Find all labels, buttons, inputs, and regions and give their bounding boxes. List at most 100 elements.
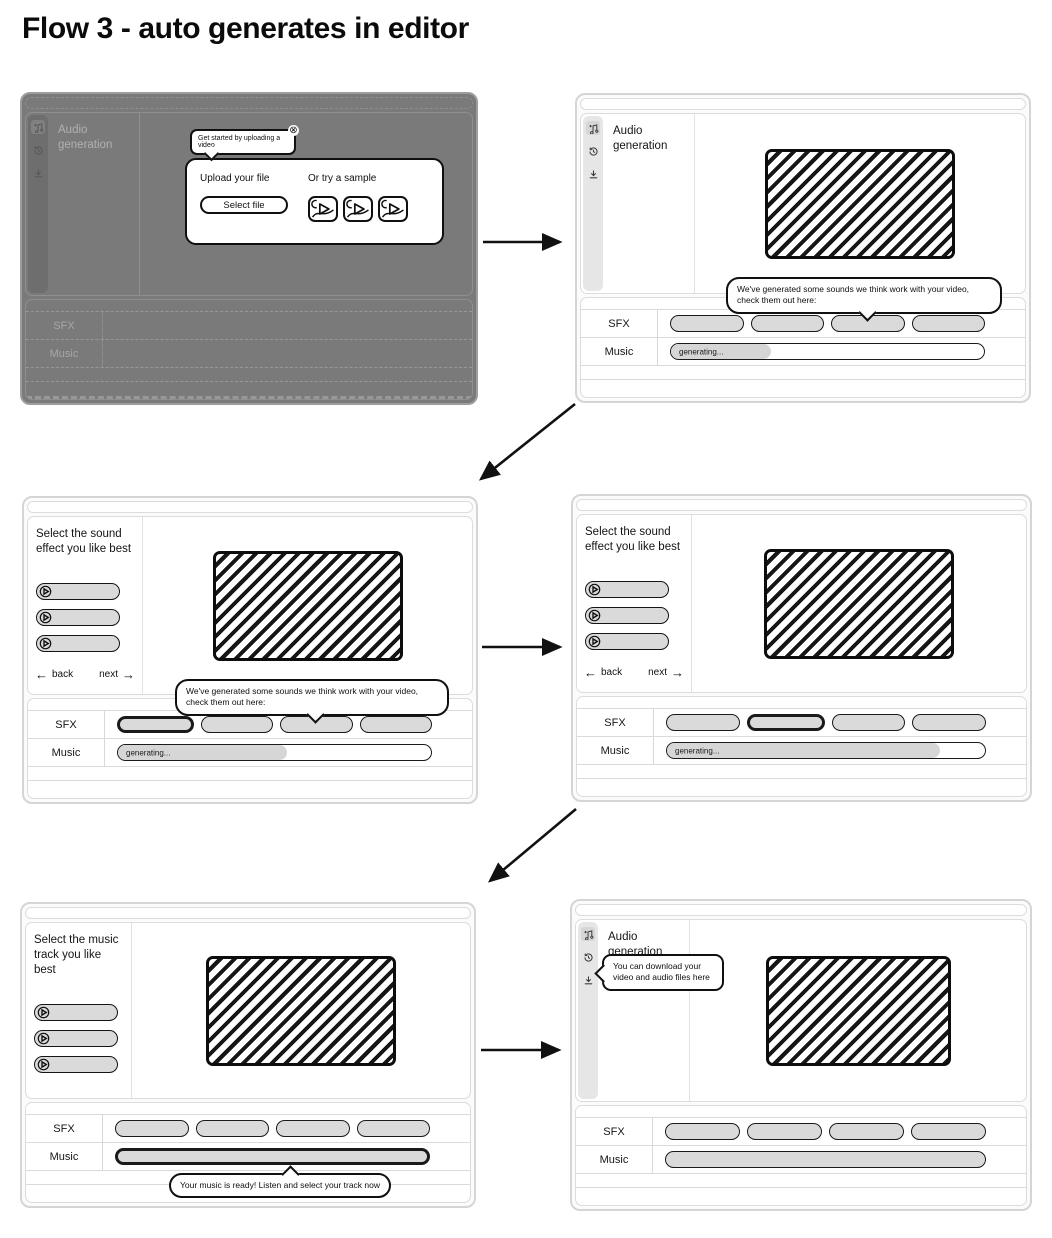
onboarding-tooltip: Get started by uploading a video ⊗: [190, 125, 299, 162]
sample-thumbnail[interactable]: [378, 196, 408, 222]
selection-sheet: Select the sound effect you like best ←b…: [28, 517, 143, 694]
upload-modal: Upload your file Select file Or try a sa…: [185, 158, 444, 245]
toolbar-strip: [25, 97, 473, 109]
play-icon: [37, 1006, 50, 1019]
icon-strip: [578, 922, 598, 1099]
play-option-pill[interactable]: [585, 580, 669, 598]
history-icon[interactable]: [586, 144, 600, 158]
sfx-clip-pill[interactable]: [829, 1123, 904, 1140]
bubble-text: Your music is ready! Listen and select y…: [180, 1180, 381, 1190]
music-generating-pill[interactable]: generating...: [670, 343, 985, 360]
sfx-clip-pill[interactable]: [359, 716, 432, 733]
back-next-row: ←back next→: [577, 665, 691, 680]
editor-panel-1: Audio generation SFX Music Get started b…: [20, 92, 478, 405]
selection-sheet: Select the music track you like best: [26, 923, 132, 1098]
track-row-music: Music generating...: [28, 739, 472, 767]
sfx-clip-pill[interactable]: [356, 1120, 430, 1137]
play-option-pill[interactable]: [36, 634, 120, 652]
video-placeholder: [765, 148, 955, 259]
track-row-music: Music generating...: [581, 338, 1025, 366]
download-icon[interactable]: [31, 166, 45, 180]
music-generating-pill[interactable]: generating...: [117, 744, 432, 761]
sfx-clip-pill[interactable]: [911, 1123, 986, 1140]
bubble-text: We've generated some sounds we think wor…: [186, 686, 419, 708]
sfx-clip-pill[interactable]: [195, 1120, 269, 1137]
stage: [132, 923, 470, 1098]
play-option-pill[interactable]: [34, 1029, 118, 1047]
track-row-music: Music: [26, 340, 472, 368]
sfx-clip-pill[interactable]: [670, 315, 744, 332]
sample-list: [308, 196, 408, 222]
sfx-clip-pill[interactable]: [746, 714, 825, 731]
track-label-sfx: SFX: [581, 310, 658, 337]
music-track-pill[interactable]: [665, 1151, 986, 1168]
next-button[interactable]: next→: [99, 667, 136, 682]
play-option-pill[interactable]: [34, 1003, 118, 1021]
generating-label: generating...: [675, 746, 720, 755]
sfx-clip-pill[interactable]: [666, 714, 740, 731]
music-progress-bar: [667, 743, 941, 758]
video-sample-icon: [346, 199, 369, 218]
sample-thumbnail[interactable]: [308, 196, 338, 222]
flow-title: Flow 3 - auto generates in editor: [22, 12, 469, 45]
play-option-pill[interactable]: [36, 608, 120, 626]
main-area: Select the sound effect you like best ←b…: [576, 514, 1027, 693]
sfx-clip-pill[interactable]: [747, 1123, 822, 1140]
sfx-clip-pill[interactable]: [831, 714, 906, 731]
stage: [143, 517, 472, 694]
next-button[interactable]: next→: [648, 665, 685, 680]
next-arrow-icon: →: [122, 667, 136, 682]
main-area: Audio generation: [575, 919, 1027, 1102]
sample-thumbnail[interactable]: [343, 196, 373, 222]
play-icon: [39, 585, 52, 598]
editor-panel-5: Select the music track you like best SFX: [20, 902, 476, 1208]
sfx-clip-pill[interactable]: [665, 1123, 740, 1140]
audio-generation-icon[interactable]: [586, 121, 600, 135]
toolbar-strip: [576, 499, 1027, 511]
bubble-text: We've generated some sounds we think wor…: [737, 284, 970, 306]
tooltip-close-button[interactable]: ⊗: [288, 125, 299, 136]
video-sample-icon: [311, 199, 334, 218]
music-generating-pill[interactable]: generating...: [666, 742, 986, 759]
main-area: Select the music track you like best: [25, 922, 471, 1099]
track-label-music: Music: [26, 340, 103, 367]
back-next-row: ←back next→: [28, 667, 142, 682]
icon-strip: [583, 116, 603, 291]
download-icon[interactable]: [581, 973, 595, 987]
back-button[interactable]: ←back: [34, 667, 74, 682]
sfx-clip-pill[interactable]: [200, 716, 273, 733]
track-label-music: Music: [581, 338, 658, 365]
sfx-clip-pill[interactable]: [115, 1120, 189, 1137]
speech-bubble-download: You can download your video and audio fi…: [594, 954, 724, 991]
editor-panel-2: Audio generation SFX Music generating...: [575, 93, 1031, 403]
download-icon[interactable]: [586, 167, 600, 181]
history-icon[interactable]: [581, 950, 595, 964]
track-row-empty: [581, 380, 1025, 397]
music-track-pill[interactable]: [115, 1148, 430, 1165]
selection-sheet: Select the sound effect you like best ←b…: [577, 515, 692, 692]
track-label-sfx: SFX: [577, 709, 654, 736]
main-area: Audio generation: [580, 113, 1026, 294]
track-row-empty: [28, 781, 472, 798]
sfx-clip-pill[interactable]: [276, 1120, 350, 1137]
sfx-clip-pill[interactable]: [750, 315, 824, 332]
play-icon: [37, 1058, 50, 1071]
track-label-music: Music: [577, 737, 654, 764]
stage: [695, 114, 1025, 293]
play-option-pill[interactable]: [34, 1055, 118, 1073]
speech-bubble-music-ready: Your music is ready! Listen and select y…: [169, 1165, 392, 1199]
sample-heading: Or try a sample: [308, 173, 377, 184]
sfx-clip-pill[interactable]: [911, 315, 985, 332]
play-option-pill[interactable]: [585, 606, 669, 624]
audio-generation-icon[interactable]: [581, 927, 595, 941]
main-area: Audio generation: [25, 112, 473, 296]
play-option-pill[interactable]: [585, 632, 669, 650]
select-heading: Select the music track you like best: [34, 934, 119, 976]
back-button[interactable]: ←back: [583, 665, 623, 680]
play-option-pill[interactable]: [36, 582, 120, 600]
history-icon[interactable]: [31, 143, 45, 157]
select-file-button[interactable]: Select file: [200, 196, 288, 214]
sfx-clip-pill[interactable]: [117, 716, 194, 733]
sfx-clip-pill[interactable]: [912, 714, 986, 731]
audio-generation-icon[interactable]: [31, 120, 45, 134]
